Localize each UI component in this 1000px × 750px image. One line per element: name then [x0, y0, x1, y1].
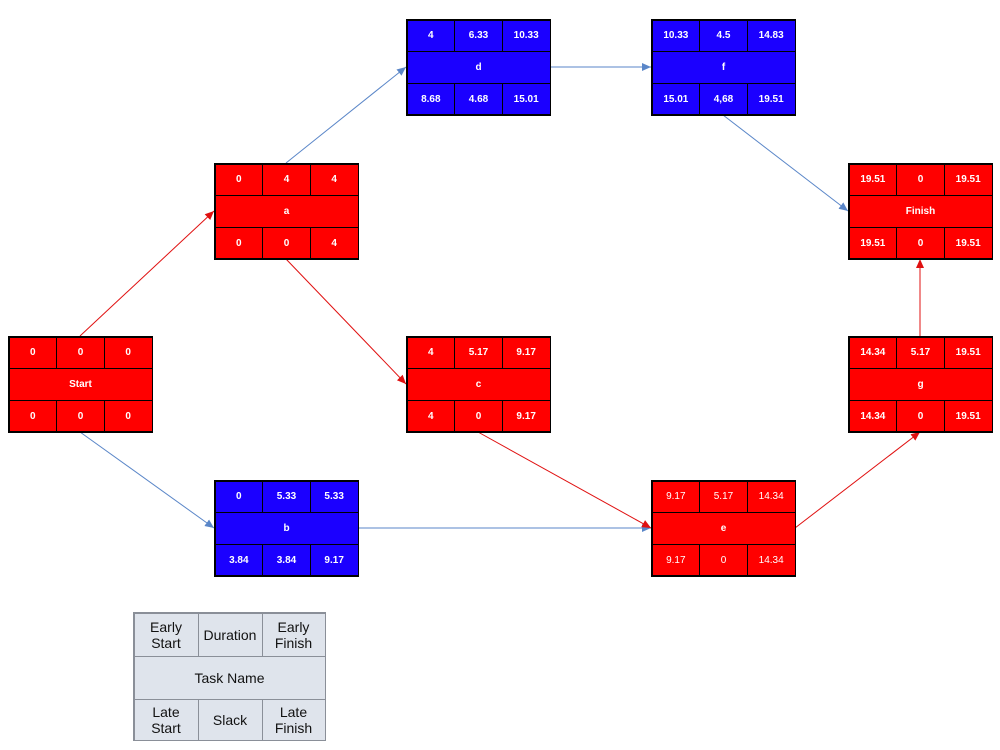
task-node-g: 14.34 5.17 19.51 g 14.34 0 19.51 [848, 336, 993, 433]
late-finish: 0 [103, 399, 153, 433]
early-finish: 14.34 [746, 480, 796, 514]
early-finish: 10.33 [501, 19, 551, 53]
duration: 5.33 [262, 480, 311, 514]
duration: 5.17 [896, 336, 945, 370]
edge-a-c [285, 258, 407, 385]
legend-early-finish: Early Finish [261, 612, 326, 657]
node-legend: Early Start Duration Early Finish Task N… [133, 612, 326, 741]
task-name: f [651, 51, 796, 84]
late-start: 8.68 [406, 82, 456, 116]
slack: 4,68 [699, 82, 748, 116]
task-node-finish: 19.51 0 19.51 Finish 19.51 0 19.51 [848, 163, 993, 260]
late-start: 9.17 [651, 543, 701, 577]
late-finish: 4 [309, 226, 359, 260]
legend-duration: Duration [197, 612, 263, 657]
slack: 0 [262, 226, 311, 260]
task-name: g [848, 368, 993, 401]
task-name: e [651, 512, 796, 545]
legend-late-start: Late Start [133, 698, 199, 741]
early-start: 0 [8, 336, 58, 370]
late-finish: 15.01 [501, 82, 551, 116]
edge-e-g [794, 431, 921, 529]
early-start: 0 [214, 480, 264, 514]
duration: 5.17 [699, 480, 748, 514]
early-start: 14.34 [848, 336, 898, 370]
early-finish: 5.33 [309, 480, 359, 514]
legend-late-finish: Late Finish [261, 698, 326, 741]
task-node-start: 0 0 0 Start 0 0 0 [8, 336, 153, 433]
early-start: 9.17 [651, 480, 701, 514]
legend-task-name: Task Name [133, 655, 326, 700]
task-node-b: 0 5.33 5.33 b 3.84 3.84 9.17 [214, 480, 359, 577]
early-start: 0 [214, 163, 264, 197]
early-finish: 4 [309, 163, 359, 197]
task-node-c: 4 5.17 9.17 c 4 0 9.17 [406, 336, 551, 433]
task-node-d: 4 6.33 10.33 d 8.68 4.68 15.01 [406, 19, 551, 116]
task-name: b [214, 512, 359, 545]
slack: 3.84 [262, 543, 311, 577]
slack: 4.68 [454, 82, 503, 116]
early-finish: 19.51 [943, 163, 993, 197]
edge-a-d [285, 66, 407, 164]
late-start: 3.84 [214, 543, 264, 577]
task-name: Finish [848, 195, 993, 228]
slack: 0 [896, 226, 945, 260]
late-start: 4 [406, 399, 456, 433]
early-finish: 9.17 [501, 336, 551, 370]
edge-f-finish [722, 114, 849, 212]
late-finish: 19.51 [943, 226, 993, 260]
task-name: a [214, 195, 359, 228]
slack: 0 [56, 399, 105, 433]
slack: 0 [699, 543, 748, 577]
late-finish: 9.17 [309, 543, 359, 577]
duration: 6.33 [454, 19, 503, 53]
slack: 0 [454, 399, 503, 433]
duration: 4 [262, 163, 311, 197]
early-start: 10.33 [651, 19, 701, 53]
late-start: 0 [8, 399, 58, 433]
late-finish: 9.17 [501, 399, 551, 433]
task-name: Start [8, 368, 153, 401]
late-finish: 14.34 [746, 543, 796, 577]
duration: 4.5 [699, 19, 748, 53]
task-name: d [406, 51, 551, 84]
task-node-f: 10.33 4.5 14.83 f 15.01 4,68 19.51 [651, 19, 796, 116]
late-start: 19.51 [848, 226, 898, 260]
edge-start-a [79, 210, 215, 337]
duration: 5.17 [454, 336, 503, 370]
early-start: 19.51 [848, 163, 898, 197]
early-finish: 14.83 [746, 19, 796, 53]
slack: 0 [896, 399, 945, 433]
task-name: c [406, 368, 551, 401]
late-finish: 19.51 [943, 399, 993, 433]
late-start: 15.01 [651, 82, 701, 116]
early-start: 4 [406, 336, 456, 370]
duration: 0 [56, 336, 105, 370]
duration: 0 [896, 163, 945, 197]
late-start: 14.34 [848, 399, 898, 433]
task-node-e: 9.17 5.17 14.34 e 9.17 0 14.34 [651, 480, 796, 577]
late-start: 0 [214, 226, 264, 260]
task-node-a: 0 4 4 a 0 0 4 [214, 163, 359, 260]
early-finish: 0 [103, 336, 153, 370]
edge-c-e [477, 431, 652, 529]
legend-slack: Slack [197, 698, 263, 741]
early-finish: 19.51 [943, 336, 993, 370]
edge-start-b [79, 431, 215, 529]
legend-early-start: Early Start [133, 612, 199, 657]
early-start: 4 [406, 19, 456, 53]
late-finish: 19.51 [746, 82, 796, 116]
